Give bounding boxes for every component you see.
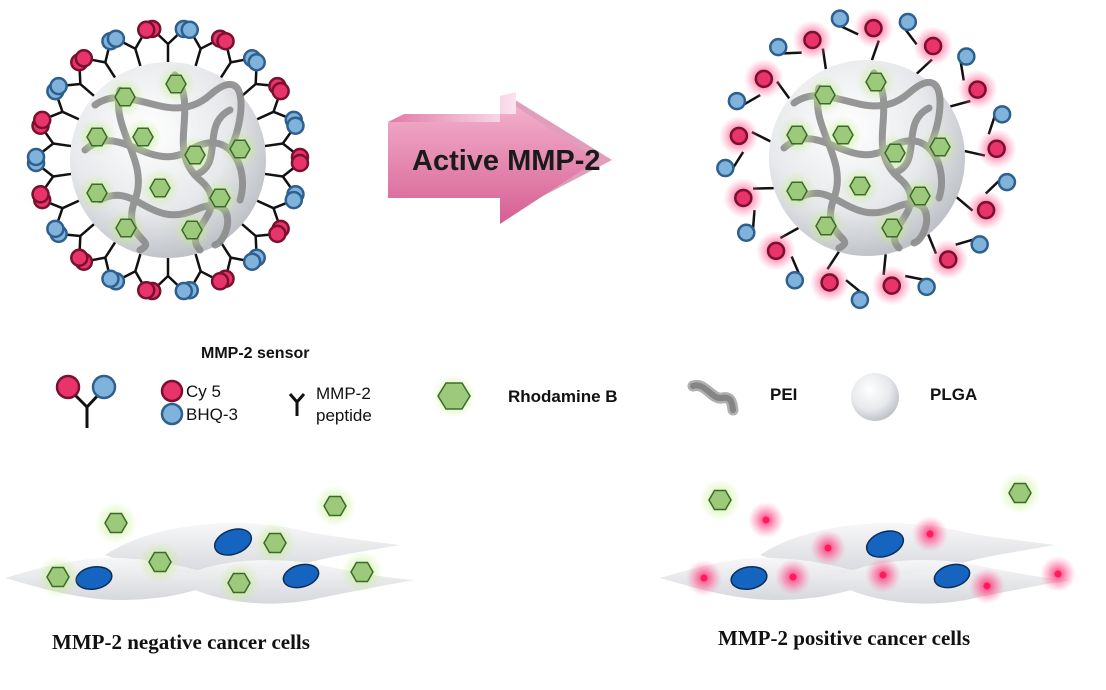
mmp2-sensor	[106, 20, 156, 67]
legend-peptide: MMP-2 peptide	[288, 384, 372, 425]
cleaved-cy5-fragment	[723, 177, 774, 218]
rhodamine-hexagon	[849, 176, 871, 196]
rhodamine-hexagon	[814, 85, 836, 105]
rhodamine-hexagon	[86, 127, 108, 147]
legend-plga: PLGA	[851, 373, 977, 421]
rhodamine-hexagon	[1008, 482, 1032, 504]
rhodamine-hexagon	[708, 489, 732, 511]
caption-negative: MMP-2 negative cancer cells	[52, 630, 310, 654]
rhodamine-hexagon	[104, 512, 128, 534]
rhodamine-hexagon	[865, 72, 887, 92]
rhodamine-hexagon	[132, 127, 154, 147]
cy5-fluorescence	[686, 502, 1076, 604]
rhodamine-loaded	[78, 65, 259, 249]
rhodamine-hexagon	[115, 218, 137, 238]
rhodamine-hexagon	[229, 139, 251, 159]
cell-nucleus	[933, 563, 971, 589]
legend-plga-label: PLGA	[930, 385, 977, 404]
cleaved-bhq3-fragment	[830, 9, 859, 36]
plga-icon	[851, 373, 899, 421]
rhodamine-loaded	[778, 63, 959, 247]
cells-positive	[660, 472, 1076, 604]
legend-rhodamine-label: Rhodamine B	[508, 387, 618, 406]
rhodamine-hexagon	[114, 87, 136, 107]
cleaved-cy5-fragment	[853, 8, 894, 61]
cleaved-cy5-fragment	[964, 128, 1017, 169]
legend-bhq3-label: BHQ-3	[186, 405, 238, 424]
rhodamine-hexagon	[832, 125, 854, 145]
legend-sensor-icon	[55, 374, 117, 428]
rhodamine-hexagon	[227, 572, 251, 594]
sensor-ring-intact	[26, 19, 310, 301]
cleaved-cy5-fragment	[913, 26, 954, 75]
rhodamine-hexagon	[209, 188, 231, 208]
cleaved-cy5-fragment	[927, 234, 969, 280]
rhodamine-hexagon	[149, 178, 171, 198]
rhodamine-hexagon	[909, 186, 931, 206]
rhodamine-icon	[437, 382, 471, 410]
cleaved-bhq3-fragment	[727, 91, 761, 111]
rhodamine-hexagon	[881, 218, 903, 238]
legend: MMP-2 sensor Cy 5 BHQ-3 MMP-2 peptide Rh…	[55, 345, 977, 428]
cleaved-cy5-fragment	[955, 190, 1007, 231]
legend-bhq3: BHQ-3	[160, 402, 238, 426]
legend-peptide-line1: MMP-2	[316, 384, 371, 403]
legend-cy5: Cy 5	[160, 379, 221, 403]
cells-negative	[5, 485, 415, 604]
rhodamine-hexagon	[181, 220, 203, 240]
rhodamine-hexagon	[350, 561, 374, 583]
arrow-label: Active MMP-2	[412, 145, 601, 177]
nanoparticle-intact	[26, 19, 310, 301]
rhodamine-hexagon	[323, 495, 347, 517]
rhodamine-hexagon	[148, 551, 172, 573]
cell-nucleus	[865, 530, 905, 558]
legend-cy5-label: Cy 5	[186, 382, 221, 401]
cleaved-cy5-fragment	[743, 58, 791, 100]
rhodamine-hexagon	[815, 216, 837, 236]
cleaved-cy5-fragment	[871, 254, 912, 306]
cleaved-cy5-fragment	[756, 226, 800, 271]
rhodamine-hexagon	[46, 566, 70, 588]
caption-positive: MMP-2 positive cancer cells	[718, 626, 970, 650]
activation-arrow: Active MMP-2	[388, 92, 612, 224]
rhodamine-hexagon	[929, 137, 951, 157]
released-rhodamine	[699, 472, 1041, 521]
rhodamine-hexagon	[786, 181, 808, 201]
cell-nucleus	[213, 528, 253, 556]
cleaved-cy5-fragment	[809, 251, 850, 303]
cell-nucleus	[730, 565, 768, 591]
cy5-icon	[160, 379, 184, 403]
cleaved-cy5-fragment	[792, 20, 833, 70]
sensor-ring-cleaved	[716, 8, 1017, 310]
peptide-icon	[288, 393, 306, 416]
rhodamine-hexagon	[263, 532, 287, 554]
cell-nucleus	[282, 563, 320, 589]
legend-sensor-title: MMP-2 sensor	[201, 345, 309, 362]
bhq3-icon	[160, 402, 184, 426]
legend-rhodamine: Rhodamine B	[432, 374, 618, 418]
legend-peptide-line2: peptide	[316, 406, 372, 425]
rhodamine-hexagon	[786, 125, 808, 145]
nanoparticle-cleaved	[716, 8, 1017, 310]
rhodamine-hexagon	[86, 183, 108, 203]
cleaved-bhq3-fragment	[785, 255, 805, 290]
released-rhodamine	[37, 485, 383, 604]
cleaved-cy5-fragment	[950, 69, 998, 110]
legend-pei-label: PEI	[770, 385, 797, 404]
cleaved-cy5-fragment	[718, 115, 771, 156]
rhodamine-hexagon	[184, 145, 206, 165]
rhodamine-hexagon	[884, 143, 906, 163]
legend-pei: PEI	[687, 379, 797, 416]
rhodamine-hexagon	[165, 74, 187, 94]
